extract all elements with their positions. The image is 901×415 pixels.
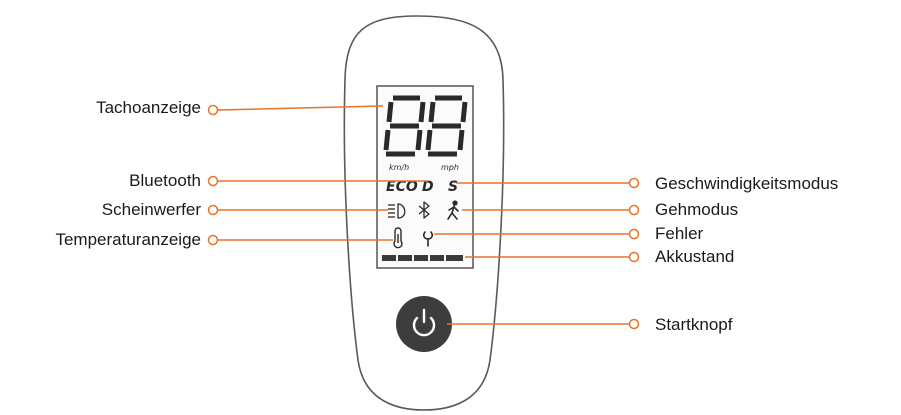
wrench-icon: [422, 231, 434, 247]
label-startknopf: Startknopf: [655, 315, 733, 334]
headlight-icon: [388, 203, 406, 219]
label-temperaturanzeige: Temperaturanzeige: [55, 230, 201, 249]
label-gehmodus: Gehmodus: [655, 200, 739, 219]
walking-person-icon: [447, 200, 459, 220]
label-tachoanzeige: Tachoanzeige: [96, 98, 201, 117]
power-button[interactable]: [396, 296, 452, 352]
battery-bar: [382, 255, 463, 261]
speed-digits: [383, 95, 468, 157]
thermometer-icon: [393, 227, 403, 249]
mode-s: S: [448, 179, 458, 195]
label-scheinwerfer: Scheinwerfer: [101, 200, 201, 219]
mode-d: D: [422, 179, 434, 195]
label-akkustand: Akkustand: [655, 247, 735, 266]
label-geschwindigkeitsmodus: Geschwindigkeitsmodus: [655, 174, 839, 193]
unit-mph: mph: [441, 163, 459, 172]
power-icon: [412, 308, 436, 337]
leader-lines: [207, 104, 640, 330]
label-bluetooth: Bluetooth: [129, 171, 201, 190]
bluetooth-icon: [418, 201, 430, 219]
label-fehler: Fehler: [655, 224, 704, 243]
unit-kmh: km/h: [389, 163, 409, 172]
mode-eco: ECO: [386, 179, 418, 195]
